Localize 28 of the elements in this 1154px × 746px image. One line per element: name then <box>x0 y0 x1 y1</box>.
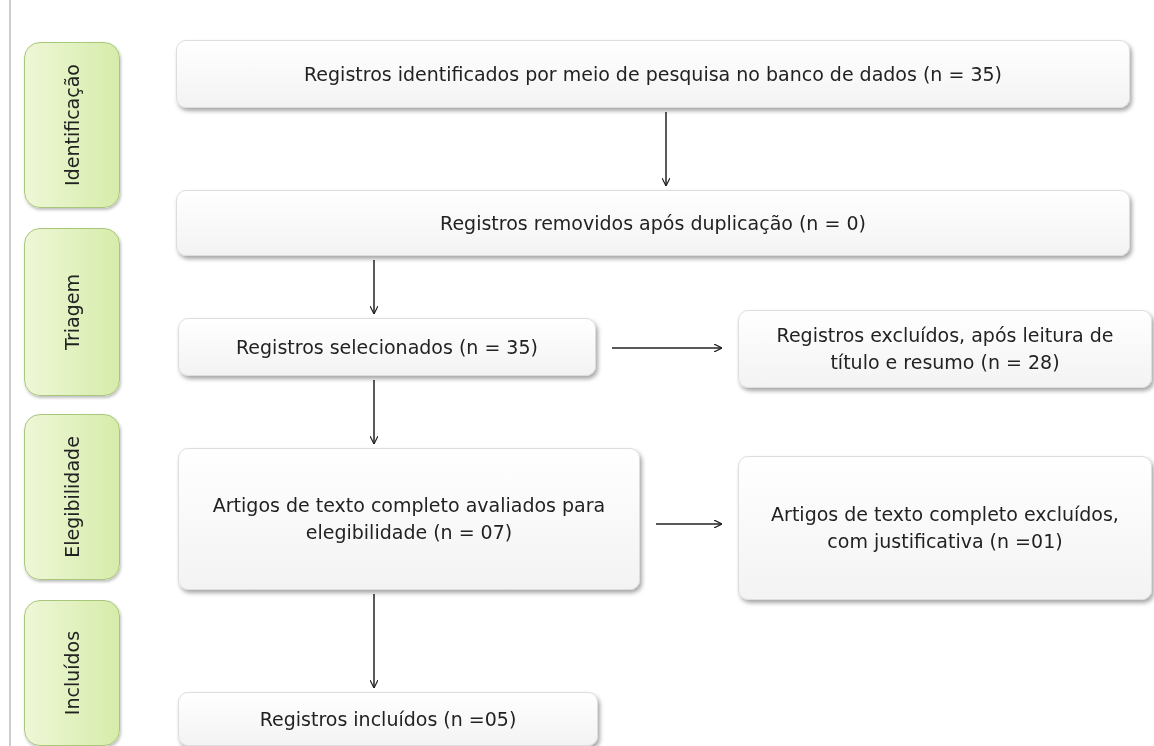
process-box <box>738 310 1152 388</box>
arrow <box>661 111 671 187</box>
box-text: Registros identificados por meio de pesquisa no banco de dados (n = 35) <box>304 61 1002 87</box>
stage-band <box>24 600 120 746</box>
arrow <box>369 593 379 689</box>
arrow <box>369 259 379 315</box>
process-box <box>738 456 1152 600</box>
arrow <box>369 379 379 445</box>
stage-band <box>24 42 120 208</box>
process-box <box>178 692 598 746</box>
box-text: Registros removidos após duplicação (n = 0) <box>440 210 866 236</box>
stage-label: Elegibilidade <box>61 436 83 558</box>
box-text: Artigos de texto completo excluídos, com justificativa (n =01) <box>770 502 1120 554</box>
stage-band <box>24 414 120 580</box>
process-box <box>176 190 1130 256</box>
box-text: Registros selecionados (n = 35) <box>236 334 538 360</box>
stage-label: Incluídos <box>61 630 83 716</box>
process-box <box>176 40 1130 108</box>
box-text: Registros excluídos, após leitura de título e resumo (n = 28) <box>775 323 1115 375</box>
stage-label: Triagem <box>61 274 83 350</box>
stage-band <box>24 228 120 396</box>
arrow <box>655 519 723 529</box>
process-box <box>178 448 640 590</box>
stage-label: Identificação <box>61 64 83 186</box>
process-box <box>178 318 596 376</box>
arrow <box>611 343 723 353</box>
box-text: Registros incluídos (n =05) <box>259 706 517 732</box>
box-text: Artigos de texto completo avaliados para elegibilidade (n = 07) <box>211 493 607 545</box>
